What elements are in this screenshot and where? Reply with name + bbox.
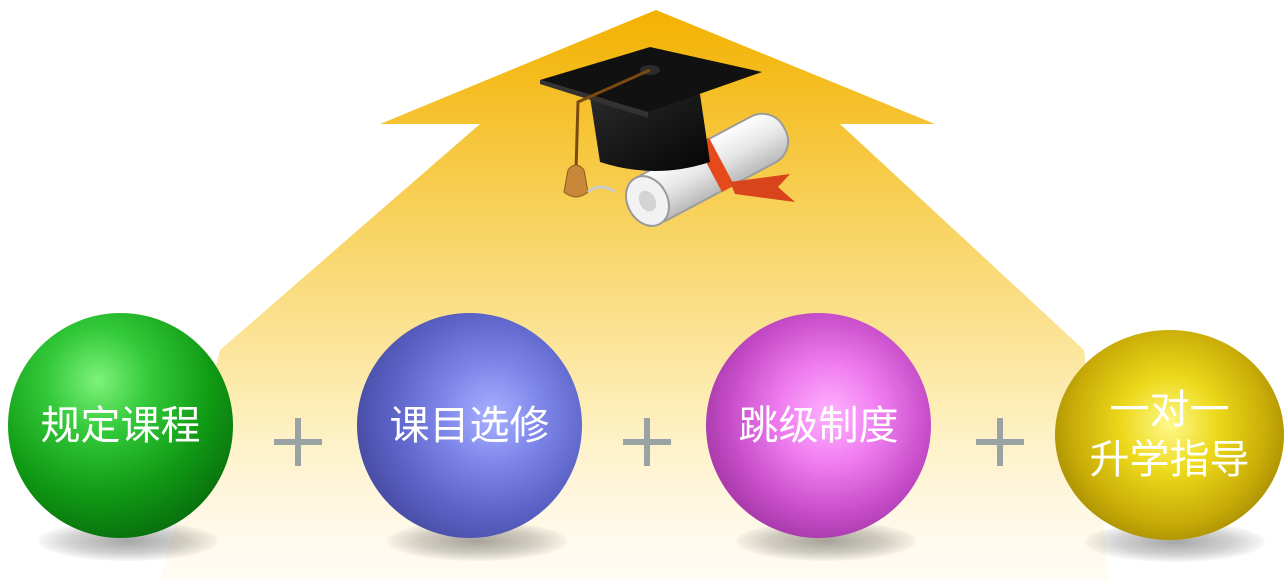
- step-label: 跳级制度: [738, 402, 899, 449]
- graduation-cap-diploma-icon: [540, 47, 795, 227]
- step-label-line-1: 一对一: [1109, 387, 1230, 433]
- step-label-line-2: 升学指导: [1089, 437, 1250, 483]
- sphere-green: 规定课程: [8, 313, 233, 538]
- plus-icon: [268, 412, 328, 472]
- sphere-blue: 课目选修: [357, 313, 582, 538]
- step-sphere-required-courses: 规定课程: [8, 313, 248, 561]
- step-sphere-one-on-one-guidance: 一对一 升学指导: [1055, 330, 1284, 570]
- sphere-yellow: 一对一 升学指导: [1055, 330, 1284, 540]
- plus-icon: [970, 412, 1030, 472]
- plus-icon: [617, 412, 677, 472]
- step-sphere-grade-skipping: 跳级制度: [706, 313, 946, 561]
- step-label: 规定课程: [40, 402, 201, 449]
- sphere-purple: 跳级制度: [706, 313, 931, 538]
- step-label: 课目选修: [389, 402, 550, 449]
- step-sphere-elective-courses: 课目选修: [357, 313, 597, 561]
